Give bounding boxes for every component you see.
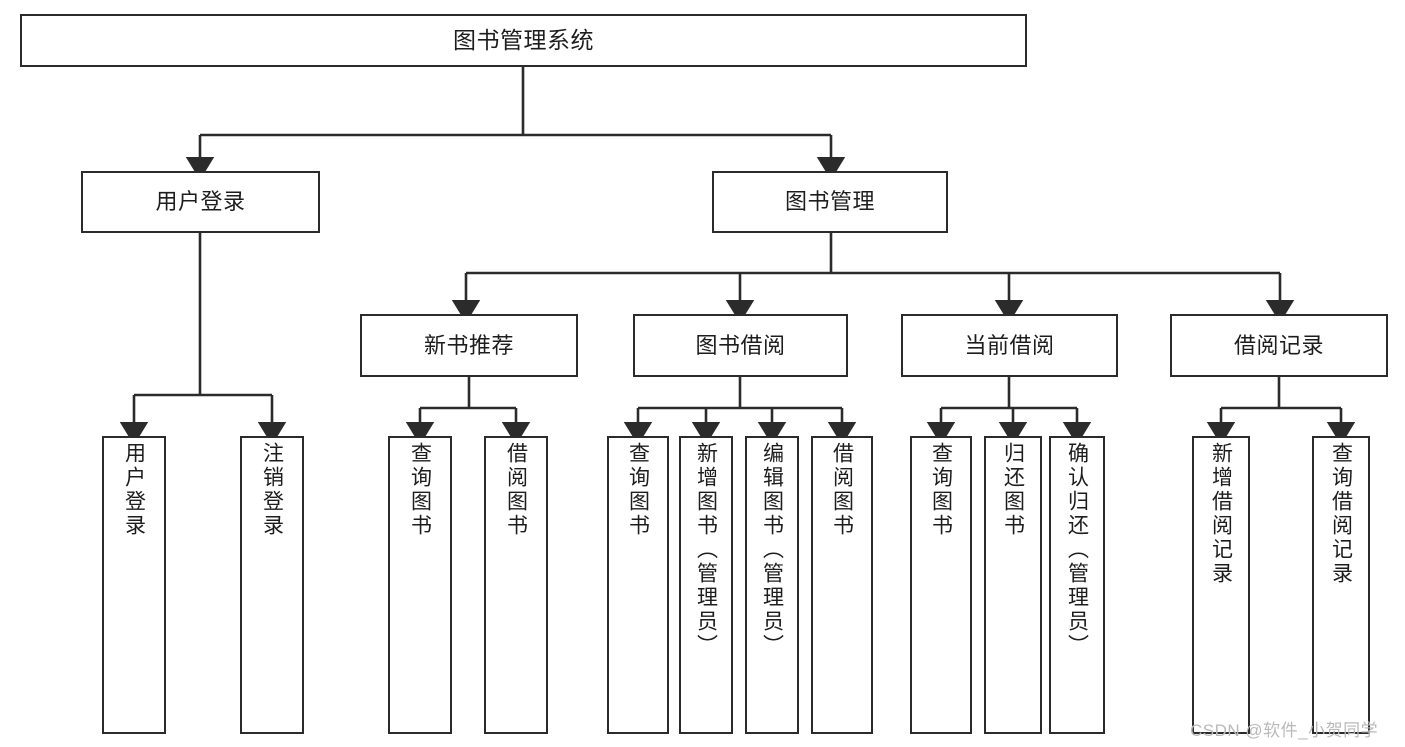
node-leaf-query-book-a[interactable]: 查询图书 [388, 436, 452, 734]
node-leaf-borrow-book-a[interactable]: 借阅图书 [484, 436, 548, 734]
edge-bookborrow-to-leaves [623, 377, 857, 446]
node-leaf-query-book-c[interactable]: 查询图书 [910, 436, 972, 734]
node-leaf-confirm-return[interactable]: 确认归还（管理员） [1049, 436, 1105, 734]
node-leaf-logout[interactable]: 注销登录 [240, 436, 304, 734]
node-label: 查询图书 [626, 442, 650, 538]
node-book-borrow[interactable]: 图书借阅 [633, 314, 848, 377]
node-label: 新增图书（管理员） [694, 442, 718, 658]
node-label: 归还图书 [1001, 442, 1025, 538]
watermark: CSDN @软件_小贺同学 [1190, 721, 1379, 740]
edge-bookmanage-to-level2 [451, 233, 1295, 324]
node-label: 图书管理系统 [453, 26, 594, 53]
node-label: 注销登录 [260, 442, 284, 538]
node-leaf-user-login[interactable]: 用户登录 [102, 436, 166, 734]
node-leaf-add-book[interactable]: 新增图书（管理员） [679, 436, 733, 734]
node-label: 借阅图书 [830, 442, 854, 538]
node-label: 查询图书 [408, 442, 432, 538]
node-label: 借阅记录 [1233, 332, 1324, 358]
node-label: 编辑图书（管理员） [760, 442, 784, 658]
node-leaf-edit-book[interactable]: 编辑图书（管理员） [745, 436, 799, 734]
node-leaf-borrow-book-b[interactable]: 借阅图书 [811, 436, 873, 734]
node-label: 用户登录 [122, 442, 146, 538]
node-leaf-add-record[interactable]: 新增借阅记录 [1192, 436, 1250, 734]
node-label: 新增借阅记录 [1209, 442, 1233, 586]
node-label: 当前借阅 [964, 332, 1055, 358]
node-leaf-query-book-b[interactable]: 查询图书 [607, 436, 669, 734]
node-label: 查询借阅记录 [1329, 442, 1353, 586]
node-leaf-return-book[interactable]: 归还图书 [984, 436, 1042, 734]
node-label: 查询图书 [929, 442, 953, 538]
node-current-borrow[interactable]: 当前借阅 [901, 314, 1118, 377]
edge-root-to-level1 [185, 67, 846, 181]
node-label: 图书管理 [784, 189, 875, 215]
node-label: 用户登录 [155, 189, 246, 215]
edge-borrowrecord-to-leaves [1206, 377, 1356, 446]
node-book-management[interactable]: 图书管理 [712, 171, 948, 233]
node-label: 确认归还（管理员） [1065, 442, 1089, 658]
node-borrow-record[interactable]: 借阅记录 [1170, 314, 1388, 377]
node-label: 借阅图书 [504, 442, 528, 538]
node-user-login[interactable]: 用户登录 [81, 171, 320, 233]
node-new-book-recommend[interactable]: 新书推荐 [360, 314, 578, 377]
node-leaf-query-record[interactable]: 查询借阅记录 [1312, 436, 1370, 734]
node-label: 图书借阅 [695, 332, 786, 358]
edge-userlogin-to-leaves [119, 233, 287, 446]
edge-newbook-to-leaves [405, 377, 531, 446]
edge-currentborrow-to-leaves [926, 377, 1092, 446]
node-label: 新书推荐 [423, 332, 514, 358]
node-root-system[interactable]: 图书管理系统 [20, 14, 1027, 67]
